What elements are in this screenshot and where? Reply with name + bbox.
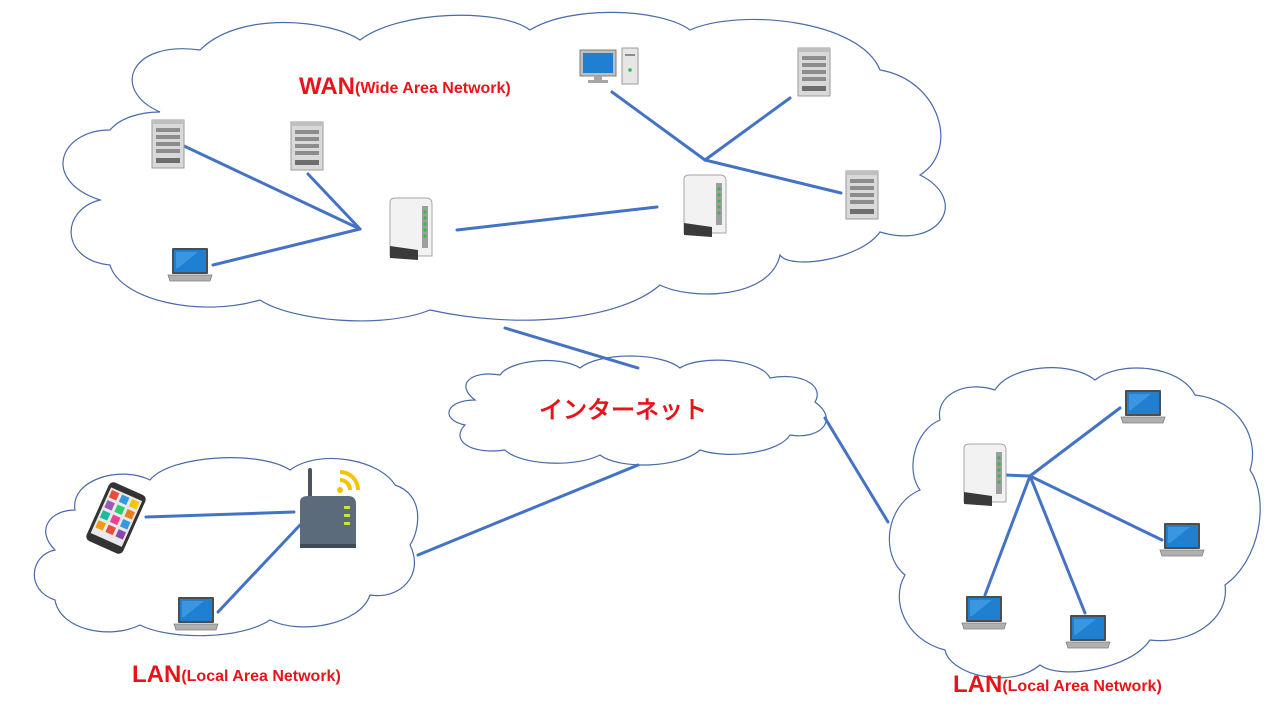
router-icon [963, 443, 1007, 507]
laptop-icon [1159, 522, 1205, 557]
link-hub-laptop-c [983, 474, 1032, 597]
internet-cloud [448, 355, 827, 466]
router-icon [683, 174, 727, 238]
link-desktop-hub [610, 90, 707, 162]
link-wan-internet [503, 326, 640, 370]
laptop-icon [961, 595, 1007, 630]
lan-right-label: LAN(Local Area Network) [953, 671, 1162, 698]
laptop-icon [1065, 614, 1111, 649]
link-hub-laptop-b [1028, 474, 1164, 542]
laptop-icon [1120, 389, 1166, 424]
link-laptop-wifi [216, 523, 302, 614]
internet-label: インターネット [539, 397, 707, 424]
lan-left-cloud [33, 457, 419, 637]
link-phone-wifi [144, 510, 296, 519]
link-server2-router [306, 172, 362, 231]
lan-left-label: LAN(Local Area Network) [132, 661, 341, 688]
server-icon [290, 121, 324, 171]
link-hub-router [1003, 473, 1032, 478]
link-server3-hub [703, 96, 792, 162]
link-laptop-router [211, 227, 362, 267]
server-icon [797, 47, 831, 97]
link-hub-laptop-a [1028, 406, 1122, 478]
wan-label: WAN(Wide Area Network) [299, 73, 511, 100]
laptop-icon [167, 247, 213, 282]
link-server1-router [182, 144, 362, 231]
server-icon [151, 119, 185, 169]
link-server4-hub [703, 158, 843, 195]
link-internet-lan-left [416, 463, 640, 557]
link-router-router [455, 205, 659, 232]
link-hub-laptop-d [1028, 474, 1087, 615]
wan-cloud [62, 11, 946, 322]
laptop-icon [173, 596, 219, 631]
link-internet-lan-right [823, 416, 890, 524]
router-icon [389, 197, 433, 261]
server-icon [845, 170, 879, 220]
